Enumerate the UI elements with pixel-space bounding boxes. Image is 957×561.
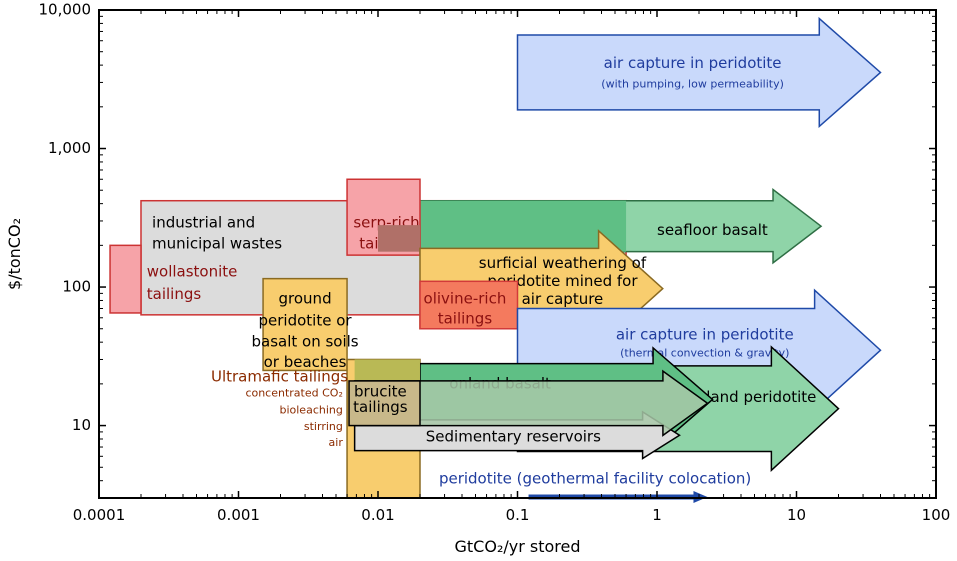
region-shape-brucite-tailings (348, 380, 421, 427)
region-shape-serp-rich-seafloor-overlap (378, 225, 420, 252)
region-label: peridotite (geothermal facility colocati… (439, 470, 751, 488)
region-label: wollastonite (147, 263, 238, 281)
region-label: onland peridotite (688, 388, 817, 406)
region-label: brucite (354, 382, 407, 400)
x-tick-label: 1 (652, 506, 662, 524)
annotation-label: bioleaching (279, 404, 342, 417)
region-shape-ground-peridotite-or-basalt-on-soils-or-beaches (262, 277, 348, 372)
y-tick-label: 10 (72, 416, 91, 434)
y-axis-ticks: 10 100 1,000 10,000 (39, 1, 936, 499)
region-label: olivine-rich (424, 289, 507, 307)
x-axis-label: GtCO₂/yr stored (455, 537, 581, 556)
region-label: (thermal convection & gravity) (620, 347, 789, 360)
x-tick-label: 0.01 (361, 506, 394, 524)
region-label: air capture in peridotite (604, 54, 782, 72)
region-label: peridotite or (259, 311, 353, 329)
annotation-label: stirring (304, 420, 343, 433)
region-label: or beaches (264, 353, 347, 371)
annotation-label: air (329, 436, 344, 449)
y-axis-label: $/tonCO₂ (5, 218, 24, 290)
region-label: peridotite mined for (487, 272, 638, 290)
region-label: tailings (438, 309, 493, 327)
x-axis-ticks: 0.0001 0.001 0.01 0.1 1 10 100 (73, 10, 951, 524)
region-label: tailings (353, 398, 408, 416)
region-ground-peridotite-or-basalt-on-soils-or-beaches: ground peridotite or basalt on soils or bea… (251, 277, 359, 372)
annotation-label: Ultramafic tailings (211, 367, 348, 385)
region-label: Sedimentary reservoirs (426, 427, 601, 445)
region-air-capture-in-peridotite-with-pumping: air capture in peridotite (with pumping, … (516, 16, 882, 129)
region-label: industrial and (152, 213, 255, 231)
region-shape-wollastonite-tailings (109, 244, 142, 314)
region-shape-onland-basalt-tailings-overlap (354, 359, 420, 384)
region-shape-seafloor-basalt-overlap (419, 200, 627, 252)
region-label: tailings (147, 285, 202, 303)
region-shape-air-capture-in-peridotite-with-pumping (516, 16, 882, 129)
region-olivine-rich-tailings: olivine-rich tailings (419, 280, 519, 330)
y-tick-label: 10,000 (39, 1, 92, 19)
region-serp-rich-seafloor-overlap (378, 225, 420, 252)
annotation-label: concentrated CO₂ (245, 387, 342, 400)
region-shape-olivine-rich-tailings (419, 280, 519, 330)
x-tick-label: 0.1 (506, 506, 530, 524)
region-seafloor-basalt-overlap (419, 200, 627, 252)
region-wollastonite-tailings: wollastonite tailings (109, 244, 238, 314)
region-onland-basalt-tailings-overlap (354, 359, 420, 384)
region-label: ground (279, 289, 332, 307)
x-tick-label: 0.001 (217, 506, 260, 524)
annotations-layer: Ultramafic tailings concentrated CO₂ biole… (211, 367, 348, 449)
region-label: municipal wastes (152, 234, 282, 252)
region-label: basalt on soils (251, 333, 358, 351)
y-tick-label: 1,000 (48, 139, 91, 157)
region-label: surficial weathering of (479, 254, 647, 272)
region-label: air capture (522, 290, 604, 308)
x-tick-label: 0.0001 (73, 506, 126, 524)
region-label: (with pumping, low permeability) (601, 77, 784, 90)
region-label: air capture in peridotite (616, 326, 794, 344)
x-tick-label: 10 (787, 506, 806, 524)
x-tick-label: 100 (922, 506, 951, 524)
y-tick-label: 100 (62, 278, 91, 296)
region-label: seafloor basalt (657, 221, 768, 239)
